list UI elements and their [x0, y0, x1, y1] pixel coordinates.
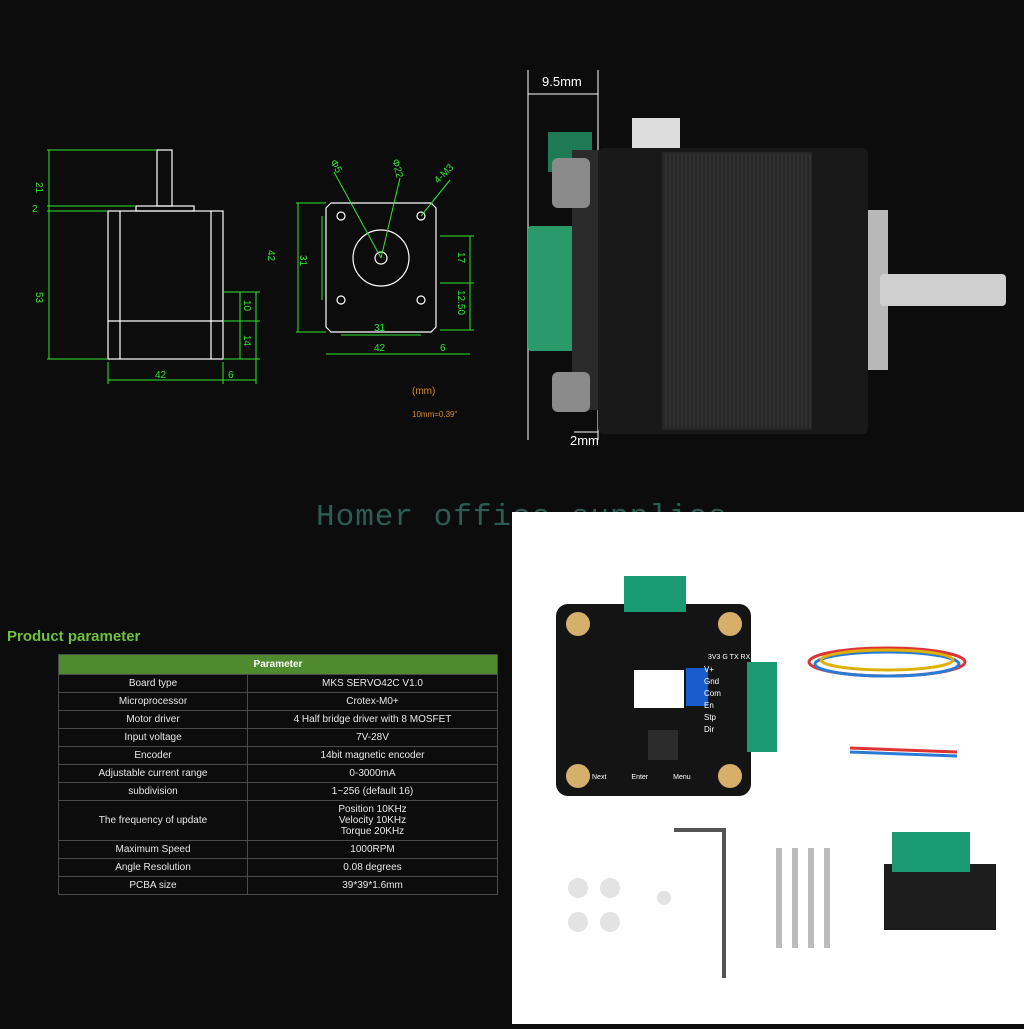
parameter-key: Motor driver — [58, 710, 248, 729]
parameter-key: The frequency of update — [58, 800, 248, 841]
conversion-note: 10mm=0.39" — [412, 410, 458, 419]
dim-42-vertical: 42 — [265, 250, 276, 262]
parameter-value: 0-3000mA — [247, 764, 498, 783]
side-view: 21 2 53 42 10 14 6 — [32, 149, 260, 384]
parameter-key: Maximum Speed — [58, 840, 248, 859]
parameter-key: Microprocessor — [58, 692, 248, 711]
parameter-value: 14bit magnetic encoder — [247, 746, 498, 765]
dim-42-side: 42 — [155, 370, 167, 381]
dim-42-horizontal: 42 — [374, 343, 386, 354]
parameter-key: Angle Resolution — [58, 858, 248, 877]
product-photo: V+ Gnd Com En Stp Dir Next Enter Menu 3V… — [512, 512, 1024, 1024]
parameter-key: Input voltage — [58, 728, 248, 747]
dim-12-50: 12.50 — [455, 290, 466, 315]
parameter-key: Board type — [58, 674, 248, 693]
parameter-header: Parameter — [58, 654, 498, 675]
dimension-drawing: 21 2 53 42 10 14 6 Φ5 Φ22 4-M3 42 31 — [32, 149, 474, 384]
pin-label-gnd: Gnd — [704, 677, 720, 686]
dimension-2mm: 2mm — [570, 433, 599, 448]
dim-17: 17 — [455, 252, 466, 264]
dim-4m3: 4-M3 — [432, 162, 456, 186]
dimension-9-5mm: 9.5mm — [542, 74, 582, 89]
header-pin-label: 3V3 G TX RX — [708, 654, 751, 661]
next-button-label: Next — [592, 774, 607, 781]
parameter-value: 1~256 (default 16) — [247, 782, 498, 801]
dim-phi5: Φ5 — [327, 158, 344, 176]
pin-label-stp: Stp — [704, 713, 717, 722]
pin-label-en: En — [704, 701, 714, 710]
dim-2: 2 — [32, 204, 38, 215]
dim-6-side: 6 — [228, 370, 234, 381]
button-labels: Next Enter Menu — [592, 774, 691, 781]
dim-14: 14 — [241, 335, 252, 347]
enter-button-label: Enter — [631, 774, 649, 781]
parameter-value: 39*39*1.6mm — [247, 876, 498, 895]
motor-photo — [527, 70, 1006, 440]
parameter-value: 7V-28V — [247, 728, 498, 747]
pin-label-dir: Dir — [704, 725, 715, 734]
parameter-value: 4 Half bridge driver with 8 MOSFET — [247, 710, 498, 729]
dim-10: 10 — [241, 300, 252, 312]
product-components — [556, 576, 996, 978]
parameter-value: Crotex-M0+ — [247, 692, 498, 711]
pin-label-com: Com — [704, 689, 721, 698]
parameter-value: Position 10KHz Velocity 10KHz Torque 20K… — [247, 800, 498, 841]
dim-53: 53 — [33, 292, 44, 304]
dim-31-horizontal: 31 — [374, 323, 386, 334]
front-view: Φ5 Φ22 4-M3 42 31 31 42 17 12.50 6 — [265, 158, 474, 355]
parameter-key: PCBA size — [58, 876, 248, 895]
product-parameter-title: Product parameter — [7, 628, 141, 645]
dim-31-vertical: 31 — [297, 255, 308, 267]
parameter-value: 1000RPM — [247, 840, 498, 859]
dim-6-front: 6 — [440, 343, 446, 354]
pin-labels: V+ Gnd Com En Stp Dir — [704, 665, 721, 734]
parameter-value: MKS SERVO42C V1.0 — [247, 674, 498, 693]
pin-label-v-plus: V+ — [704, 665, 715, 674]
parameter-key: Adjustable current range — [58, 764, 248, 783]
parameter-key: subdivision — [58, 782, 248, 801]
parameter-key: Encoder — [58, 746, 248, 765]
dim-phi22: Φ22 — [389, 158, 405, 180]
unit-label: (mm) — [412, 386, 436, 397]
motor-fins — [662, 152, 812, 430]
parameter-value: 0.08 degrees — [247, 858, 498, 877]
menu-button-label: Menu — [673, 774, 691, 781]
dim-21: 21 — [33, 182, 44, 194]
